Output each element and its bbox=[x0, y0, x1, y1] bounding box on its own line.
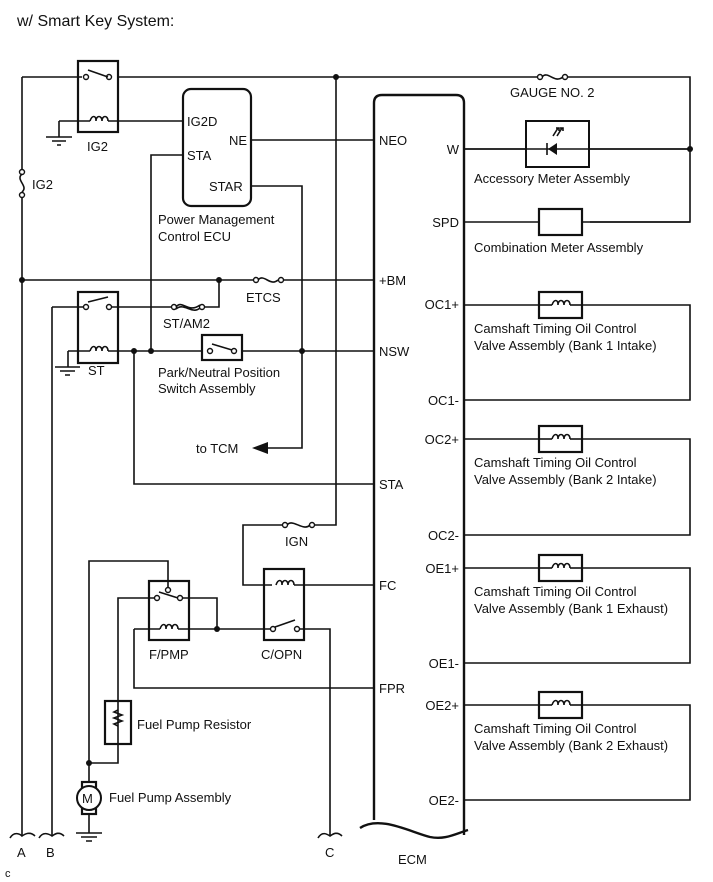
wire-star-tcm bbox=[252, 185, 303, 449]
relay-copn-label: C/OPN bbox=[261, 647, 302, 662]
combination-meter-label: Combination Meter Assembly bbox=[474, 240, 644, 255]
solenoid-coil-icon bbox=[551, 699, 571, 706]
wire-bm: ETCS bbox=[22, 276, 374, 305]
relay-st-label: ST bbox=[88, 363, 105, 378]
ocv-label-2: Valve Assembly (Bank 2 Intake) bbox=[474, 472, 657, 487]
accessory-meter-label: Accessory Meter Assembly bbox=[474, 171, 631, 186]
fuel-pump-motor: M Fuel Pump Assembly bbox=[76, 763, 232, 842]
connector-b-label: B bbox=[46, 845, 55, 860]
connector-c-label: C bbox=[325, 845, 334, 860]
fuel-pump-resistor-label: Fuel Pump Resistor bbox=[137, 717, 252, 732]
fuel-pump-resistor: Fuel Pump Resistor bbox=[103, 699, 252, 746]
ocv-label-1: Camshaft Timing Oil Control bbox=[474, 455, 637, 470]
to-tcm-label: to TCM bbox=[196, 441, 238, 456]
pnp-switch-label-1: Park/Neutral Position bbox=[158, 365, 280, 380]
wire-nsw: Park/Neutral Position Switch Assembly bbox=[108, 333, 374, 396]
ecm-pin-fpr: FPR bbox=[379, 681, 405, 696]
led-icon bbox=[548, 143, 557, 155]
ocv-label-1: Camshaft Timing Oil Control bbox=[474, 721, 637, 736]
ecm-pin-nsw: NSW bbox=[379, 344, 410, 359]
fuel-pump-label: Fuel Pump Assembly bbox=[109, 790, 232, 805]
ecm-pin-oe2p: OE2+ bbox=[425, 698, 459, 713]
ecm-pin-oc2m: OC2- bbox=[428, 528, 459, 543]
pm-pin-sta: STA bbox=[187, 148, 212, 163]
ecm: ECM NEO +BM NSW STA FC FPR W SPD OC1+ OC… bbox=[359, 93, 469, 867]
relay-ig2: IG2 bbox=[46, 59, 182, 154]
ocv-label-1: Camshaft Timing Oil Control bbox=[474, 321, 637, 336]
ecm-pin-sta: STA bbox=[379, 477, 404, 492]
fuse-ign: IGN bbox=[242, 521, 316, 586]
fuse-st-am2: ST/AM2 bbox=[163, 280, 220, 331]
pm-ecu-label-2: Control ECU bbox=[158, 229, 231, 244]
wire-st-sta bbox=[133, 351, 374, 485]
relay-st: ST bbox=[51, 290, 172, 835]
solenoid-coil-icon bbox=[551, 299, 571, 306]
relay-ig2-label: IG2 bbox=[87, 139, 108, 154]
ocv-label-2: Valve Assembly (Bank 2 Exhaust) bbox=[474, 738, 668, 753]
footer-code: c bbox=[5, 868, 11, 880]
combination-meter: Combination Meter Assembly bbox=[464, 207, 690, 255]
arrow-to-tcm-icon bbox=[252, 442, 268, 454]
ocv-label-2: Valve Assembly (Bank 1 Intake) bbox=[474, 338, 657, 353]
fuse-ign-label: IGN bbox=[285, 534, 308, 549]
ecm-pin-oe1m: OE1- bbox=[429, 656, 459, 671]
relay-copn: C/OPN bbox=[217, 567, 374, 835]
ecm-pin-neo: NEO bbox=[379, 133, 407, 148]
pnp-switch-label-2: Switch Assembly bbox=[158, 381, 256, 396]
diagram-title: w/ Smart Key System: bbox=[16, 13, 174, 30]
ecm-pin-oe2m: OE2- bbox=[429, 793, 459, 808]
fuse-ig2-label: IG2 bbox=[32, 177, 53, 192]
fuse-gauge-no2: GAUGE NO. 2 bbox=[510, 73, 595, 100]
ocv-label-1: Camshaft Timing Oil Control bbox=[474, 584, 637, 599]
fuse-etcs-label: ETCS bbox=[246, 290, 281, 305]
fuse-gauge-no2-label: GAUGE NO. 2 bbox=[510, 85, 595, 100]
ocv-label-2: Valve Assembly (Bank 1 Exhaust) bbox=[474, 601, 668, 616]
pm-pin-ne: NE bbox=[229, 133, 247, 148]
ecm-pin-bm: +BM bbox=[379, 273, 406, 288]
ecm-pin-oc1p: OC1+ bbox=[425, 297, 459, 312]
wire-bus-to-ign bbox=[312, 77, 337, 526]
relay-fpmp-label: F/PMP bbox=[149, 647, 189, 662]
ecm-pin-oc1m: OC1- bbox=[428, 393, 459, 408]
solenoid-coil-icon bbox=[551, 562, 571, 569]
pm-pin-ig2d: IG2D bbox=[187, 114, 217, 129]
wire-a: IG2 bbox=[18, 77, 53, 835]
ecm-label: ECM bbox=[398, 852, 427, 867]
relay-fpmp: F/PMP bbox=[88, 560, 374, 764]
pm-ecu-label-1: Power Management bbox=[158, 212, 275, 227]
ecm-pin-fc: FC bbox=[379, 578, 396, 593]
accessory-meter: Accessory Meter Assembly bbox=[464, 120, 693, 186]
connector-breaks: A B C c bbox=[5, 832, 343, 880]
wire-pm-sta bbox=[150, 154, 183, 351]
ecm-pin-oe1p: OE1+ bbox=[425, 561, 459, 576]
solenoid-coil-icon bbox=[551, 433, 571, 440]
power-management-ecu: IG2D NE STA STAR Power Management Contro… bbox=[158, 87, 275, 244]
connector-a-label: A bbox=[17, 845, 26, 860]
ecm-pin-oc2p: OC2+ bbox=[425, 432, 459, 447]
motor-symbol: M bbox=[82, 791, 93, 806]
ecm-pin-spd: SPD bbox=[432, 215, 459, 230]
pm-pin-star: STAR bbox=[209, 179, 243, 194]
fuse-st-am2-label: ST/AM2 bbox=[163, 316, 210, 331]
ecm-pin-w: W bbox=[447, 142, 460, 157]
